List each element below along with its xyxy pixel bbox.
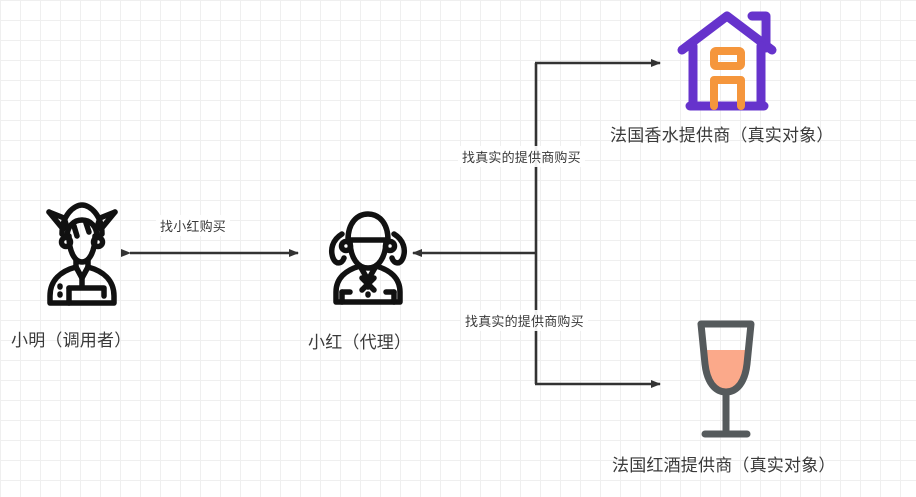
edge-proxy-suppliers bbox=[412, 59, 661, 388]
node-caller[interactable] bbox=[36, 196, 128, 308]
node-wine-supplier[interactable] bbox=[681, 316, 771, 442]
boy-avatar-icon bbox=[46, 202, 118, 306]
node-perfume-supplier[interactable] bbox=[672, 6, 782, 116]
girl-avatar-icon bbox=[328, 211, 408, 305]
edge-label-caller-proxy: 找小红购买 bbox=[156, 215, 231, 236]
node-perfume-supplier-label: 法国香水提供商（真实对象） bbox=[610, 126, 834, 145]
house-icon bbox=[677, 11, 777, 111]
node-caller-label: 小明（调用者） bbox=[11, 331, 132, 350]
node-proxy-label: 小红（代理） bbox=[308, 333, 412, 352]
edge-label-proxy-wine: 找真实的提供商购买 bbox=[461, 310, 588, 331]
node-proxy[interactable] bbox=[324, 206, 412, 306]
edge-label-proxy-perfume: 找真实的提供商购买 bbox=[458, 146, 585, 167]
wine-glass-icon bbox=[697, 320, 755, 438]
node-wine-supplier-label: 法国红酒提供商（真实对象） bbox=[612, 456, 836, 475]
